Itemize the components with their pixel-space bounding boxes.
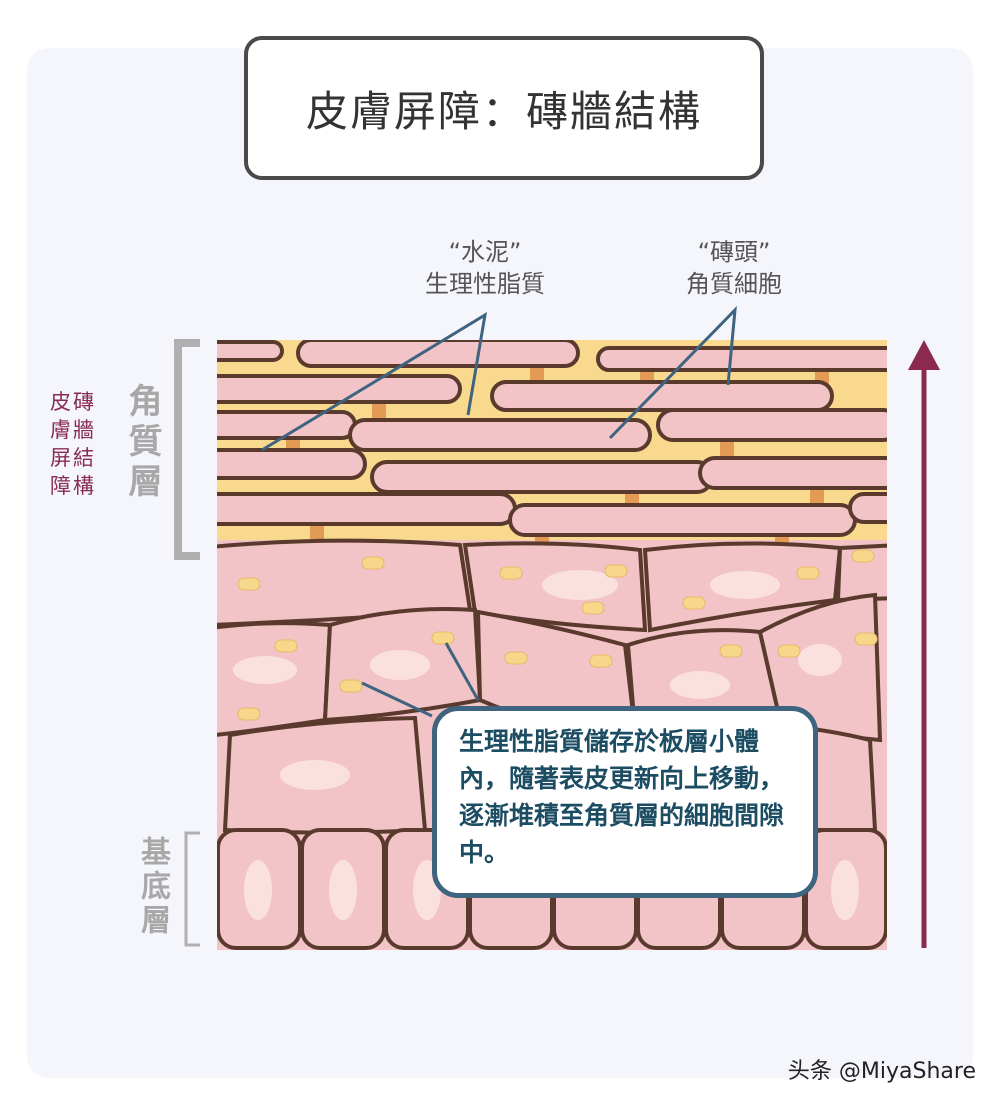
pointer-lines [261,305,737,718]
stratum-corneum-bracket [174,339,200,560]
upward-arrow [908,340,940,948]
diagram-title: 皮膚屏障：磚牆結構 [244,36,764,180]
brick-name: 角質細胞 [686,270,782,298]
brick-quote: “磚頭” [697,238,771,266]
side-note: 皮磚膚牆屏結障構 [50,390,96,498]
watermark: 头条 @MiyaShare [787,1059,976,1084]
basal-layer-bracket [184,831,200,947]
mortar-label: “水泥” 生理性脂質 [410,236,560,300]
mortar-name: 生理性脂質 [425,270,545,298]
callout-box: 生理性脂質儲存於板層小體內，隨著表皮更新向上移動，逐漸堆積至角質層的細胞間隙中。 [432,706,818,898]
lamellar-bodies [237,549,878,721]
corneocytes [217,340,887,537]
stratum-corneum-label: 角質層 [122,383,162,503]
mortar-quote: “水泥” [448,238,522,266]
basal-layer-label: 基底層 [135,836,170,938]
brick-label: “磚頭” 角質細胞 [664,236,804,300]
